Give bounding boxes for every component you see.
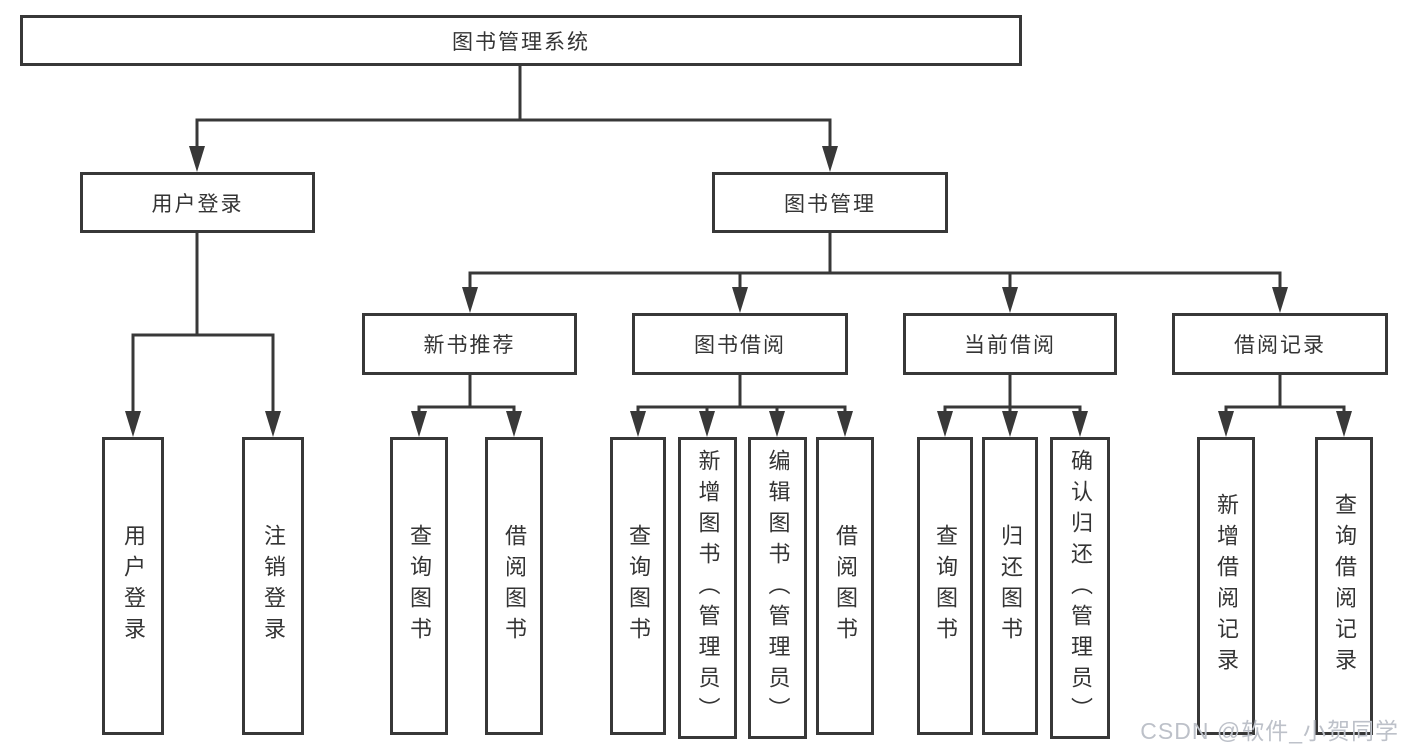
node-book-management: 图书管理: [712, 172, 948, 233]
node-label: 借阅图书: [833, 524, 858, 648]
arrowhead: [699, 411, 715, 437]
leaf-add-book-admin: 新增图书（管理员）: [678, 437, 737, 739]
arrowhead: [1218, 411, 1234, 437]
node-label: 用户登录: [151, 192, 244, 216]
node-label: 当前借阅: [964, 334, 1056, 357]
node-label: 用户登录: [121, 524, 146, 648]
node-label: 新增图书（管理员）: [695, 448, 721, 728]
leaf-edit-book-admin: 编辑图书（管理员）: [748, 437, 807, 739]
arrowhead: [189, 146, 205, 172]
arrowhead: [506, 411, 522, 437]
arrowhead: [937, 411, 953, 437]
arrowhead: [1002, 287, 1018, 313]
leaf-query-books-current: 查询图书: [917, 437, 973, 735]
node-label: 借阅记录: [1234, 334, 1326, 357]
arrowhead: [732, 287, 748, 313]
leaf-user-login: 用户登录: [102, 437, 164, 735]
node-label: 注销登录: [261, 524, 286, 648]
node-root: 图书管理系统: [20, 15, 1022, 66]
node-label: 查询图书: [933, 524, 958, 648]
arrowhead: [265, 411, 281, 437]
arrowhead: [125, 411, 141, 437]
arrowhead: [411, 411, 427, 437]
leaf-borrow-books-recommend: 借阅图书: [485, 437, 543, 735]
leaf-borrow-books: 借阅图书: [816, 437, 874, 735]
leaf-query-books-recommend: 查询图书: [390, 437, 448, 735]
arrowhead: [630, 411, 646, 437]
node-label: 编辑图书（管理员）: [765, 448, 791, 728]
leaf-add-borrow-record: 新增借阅记录: [1197, 437, 1255, 735]
node-label: 归还图书: [998, 524, 1023, 648]
node-book-borrow: 图书借阅: [632, 313, 848, 375]
arrowhead: [769, 411, 785, 437]
node-label: 图书管理系统: [452, 30, 590, 54]
node-new-book-recommend: 新书推荐: [362, 313, 577, 375]
node-current-borrow: 当前借阅: [903, 313, 1117, 375]
leaf-confirm-return-admin: 确认归还（管理员）: [1050, 437, 1110, 739]
node-label: 确认归还（管理员）: [1068, 448, 1093, 728]
node-borrow-records: 借阅记录: [1172, 313, 1388, 375]
node-label: 新增借阅记录: [1214, 493, 1239, 679]
node-label: 图书借阅: [694, 334, 786, 357]
arrowhead: [1002, 411, 1018, 437]
arrowhead: [837, 411, 853, 437]
node-label: 查询借阅记录: [1332, 493, 1357, 679]
csdn-watermark: CSDN @软件_小贺同学: [1140, 718, 1399, 744]
node-label: 查询图书: [626, 524, 651, 648]
node-label: 查询图书: [407, 524, 432, 648]
node-user-login: 用户登录: [80, 172, 315, 233]
leaf-return-book: 归还图书: [982, 437, 1038, 735]
arrowhead: [1336, 411, 1352, 437]
arrowhead: [1272, 287, 1288, 313]
leaf-logout: 注销登录: [242, 437, 304, 735]
node-label: 新书推荐: [423, 334, 516, 357]
arrowhead: [1072, 411, 1088, 437]
leaf-query-books-borrow: 查询图书: [610, 437, 666, 735]
node-label: 图书管理: [784, 192, 876, 216]
arrowhead: [822, 146, 838, 172]
leaf-query-borrow-record: 查询借阅记录: [1315, 437, 1373, 735]
node-label: 借阅图书: [502, 524, 527, 648]
arrowhead-group: [125, 146, 1352, 437]
arrowhead: [462, 287, 478, 313]
